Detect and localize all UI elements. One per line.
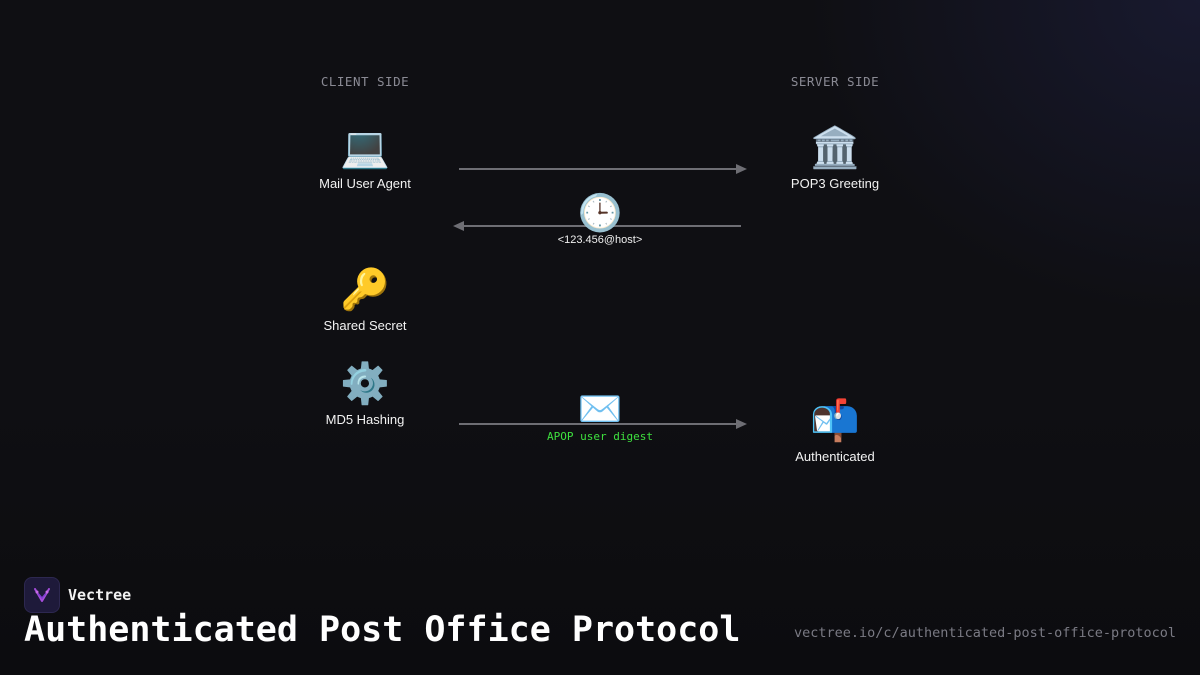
digest-text: APOP user digest [547,430,653,443]
gear-icon: ⚙️ [340,362,390,406]
vectree-logo-icon [24,577,60,613]
node-mail-user-agent: 💻 Mail User Agent [285,124,445,191]
message-timestamp: 🕒 <123.456@host> [500,192,700,246]
client-side-heading: CLIENT SIDE [320,74,410,89]
message-digest: ✉️ APOP user digest [500,388,700,443]
node-label: Shared Secret [323,318,407,333]
brand-name: Vectree [68,586,132,604]
node-md5-hashing: ⚙️ MD5 Hashing [285,360,445,427]
server-side-heading: SERVER SIDE [790,74,880,89]
envelope-icon: ✉️ [577,388,623,429]
classical-building-icon: 🏛️ [810,126,860,170]
node-label: POP3 Greeting [790,176,880,191]
page-title: Authenticated Post Office Protocol [24,610,741,650]
node-pop3-greeting: 🏛️ POP3 Greeting [755,124,915,191]
node-authenticated: 📬 Authenticated [755,397,915,464]
laptop-icon: 💻 [340,126,390,170]
page-url[interactable]: vectree.io/c/authenticated-post-office-p… [793,625,1176,641]
timestamp-text: <123.456@host> [557,234,643,246]
arrow-greeting-response [453,221,741,231]
node-label: MD5 Hashing [325,412,405,427]
node-label: Authenticated [795,449,875,464]
arrow-digest [459,419,747,429]
brand[interactable]: Vectree [24,577,131,613]
node-shared-secret: 🔑 Shared Secret [285,266,445,333]
mailbox-icon: 📬 [810,399,860,443]
node-label: Mail User Agent [319,176,411,191]
arrow-request [459,164,747,174]
key-icon: 🔑 [340,268,390,312]
clock-icon: 🕒 [577,192,623,233]
